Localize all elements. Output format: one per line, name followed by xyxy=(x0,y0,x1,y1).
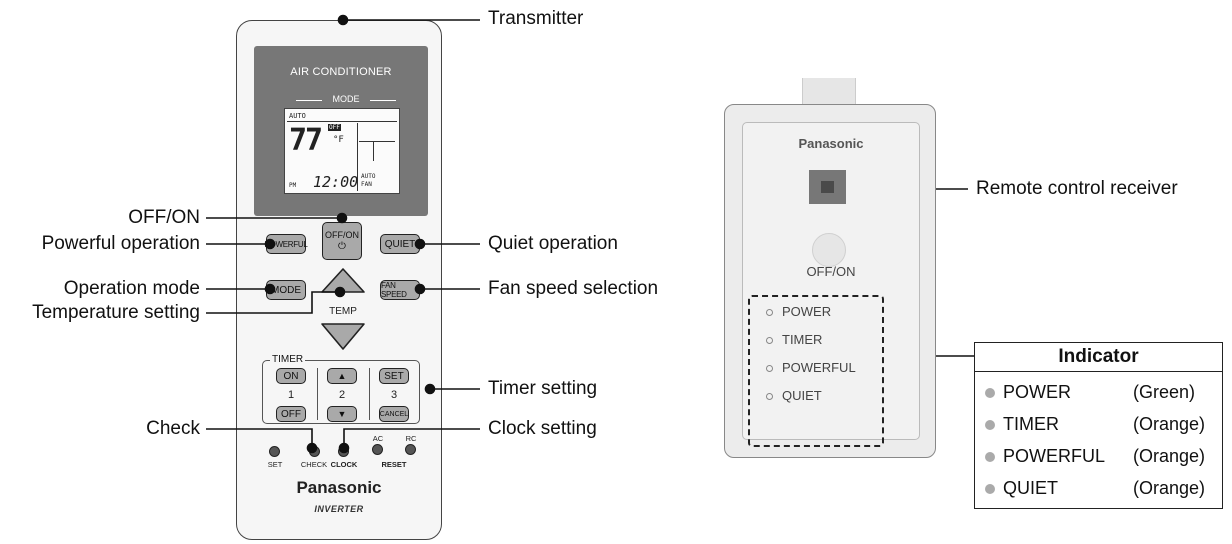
indicator-row-powerful: POWERFUL xyxy=(985,445,1105,467)
set-small-label: SET xyxy=(267,460,283,469)
indicator-dot-icon xyxy=(985,484,995,495)
indicator-dot-icon xyxy=(985,452,995,463)
timer-number-3: 3 xyxy=(390,389,398,401)
lcd-auto: AUTO xyxy=(289,112,306,120)
callout-clock: Clock setting xyxy=(488,418,597,439)
rc-label: RC xyxy=(405,434,417,443)
timer-group xyxy=(262,360,420,424)
lcd-clock: 12:00 xyxy=(313,173,359,191)
timer-up-button[interactable]: ▲ xyxy=(327,368,357,384)
callout-off-on: OFF/ON xyxy=(128,207,200,228)
lcd-off-badge: OFF xyxy=(328,124,341,131)
indicator-dot-icon xyxy=(985,420,995,431)
indicator-row-timer: TIMER xyxy=(985,413,1059,435)
callout-timer: Timer setting xyxy=(488,378,598,399)
timer-off-button[interactable]: OFF xyxy=(276,406,306,422)
led-icon xyxy=(766,393,773,401)
indicator-color-power: (Green) xyxy=(1133,382,1196,402)
indicator-color-quiet: (Orange) xyxy=(1133,478,1206,498)
temp-label: TEMP xyxy=(329,306,357,317)
set-pin-button[interactable] xyxy=(269,446,280,457)
power-icon: ⏻ xyxy=(338,241,346,252)
indicator-table xyxy=(974,342,1223,509)
callout-powerful: Powerful operation xyxy=(41,233,200,254)
callout-receiver: Remote control receiver xyxy=(976,178,1178,199)
receiver-brand-logo: Panasonic xyxy=(798,136,864,151)
receiver-indicator-power: POWER xyxy=(766,304,831,319)
inverter-logo: INVERTER xyxy=(314,504,364,514)
mode-label: MODE xyxy=(322,94,370,104)
receiver-indicator-powerful: POWERFUL xyxy=(766,360,856,375)
indicator-color-timer: (Orange) xyxy=(1133,414,1206,434)
indicator-row-power: POWER xyxy=(985,381,1071,403)
timer-label: TIMER xyxy=(270,354,306,365)
callout-transmitter: Transmitter xyxy=(488,8,584,29)
clock-small-label: CLOCK xyxy=(330,460,358,469)
receiver-off-on-button[interactable] xyxy=(812,233,846,267)
led-icon xyxy=(766,365,773,373)
lcd-unit: °F xyxy=(333,135,344,145)
receiver-sensor xyxy=(821,181,834,193)
fan-speed-button[interactable]: FAN SPEED xyxy=(380,280,420,300)
indicator-color-powerful: (Orange) xyxy=(1133,446,1206,466)
lcd-temperature: 77 xyxy=(289,123,323,158)
timer-divider xyxy=(317,368,318,420)
receiver-indicator-group xyxy=(748,295,884,447)
receiver-cable xyxy=(802,78,856,106)
lcd-pm: PM xyxy=(289,182,297,189)
temp-down-icon xyxy=(321,323,365,350)
timer-cancel-button[interactable]: CANCEL xyxy=(379,406,409,422)
callout-temperature: Temperature setting xyxy=(32,302,200,323)
timer-number-2: 2 xyxy=(338,389,346,401)
led-icon xyxy=(766,309,773,317)
ac-label: AC xyxy=(372,434,384,443)
callout-check: Check xyxy=(146,418,200,439)
ac-reset-button[interactable] xyxy=(372,444,383,455)
off-on-button[interactable]: OFF/ON ⏻ xyxy=(322,222,362,260)
check-small-label: CHECK xyxy=(300,460,328,469)
reset-label: RESET xyxy=(381,460,407,469)
lcd-screen: AUTO 77 OFF °F PM 12:00 AUTO FAN xyxy=(284,108,400,194)
receiver-off-on-label: OFF/ON xyxy=(806,264,856,279)
lcd-fan-auto: AUTO xyxy=(361,173,376,180)
timer-set-button[interactable]: SET xyxy=(379,368,409,384)
timer-down-button[interactable]: ▼ xyxy=(327,406,357,422)
rc-reset-button[interactable] xyxy=(405,444,416,455)
triangle-down-icon: ▼ xyxy=(337,409,347,419)
receiver-indicator-quiet: QUIET xyxy=(766,388,822,403)
panel-title: AIR CONDITIONER xyxy=(290,66,392,78)
receiver-indicator-timer: TIMER xyxy=(766,332,822,347)
led-icon xyxy=(766,337,773,345)
callout-quiet: Quiet operation xyxy=(488,233,618,254)
timer-divider xyxy=(369,368,370,420)
lcd-fan: FAN xyxy=(361,181,372,188)
callout-operation-mode: Operation mode xyxy=(63,278,200,299)
off-on-button-label: OFF/ON xyxy=(325,230,359,240)
remote-brand-logo: Panasonic xyxy=(296,478,382,497)
callout-fan-speed: Fan speed selection xyxy=(488,278,659,299)
indicator-table-title: Indicator xyxy=(974,342,1223,372)
triangle-up-icon: ▲ xyxy=(337,371,347,381)
indicator-row-quiet: QUIET xyxy=(985,477,1058,499)
indicator-dot-icon xyxy=(985,388,995,399)
timer-on-button[interactable]: ON xyxy=(276,368,306,384)
timer-number-1: 1 xyxy=(287,389,295,401)
